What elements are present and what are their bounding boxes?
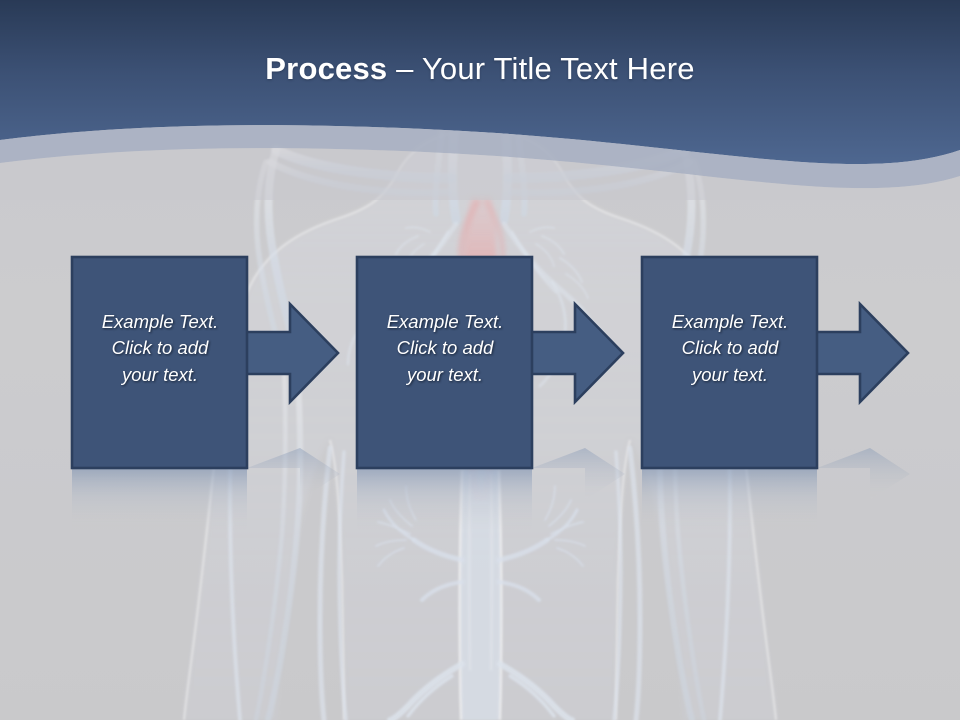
page-title-rest: Your Title Text Here <box>421 51 695 86</box>
process-boxes <box>70 255 819 470</box>
process-box-3 <box>640 255 819 470</box>
process-arrows <box>226 300 910 406</box>
page-title: Process – Your Title Text Here <box>0 51 960 87</box>
header-band <box>0 0 960 200</box>
page-title-bold: Process <box>265 51 388 86</box>
box-reflections <box>72 448 910 530</box>
page-title-separator: – <box>387 51 422 86</box>
process-box-1 <box>70 255 249 470</box>
process-box-2 <box>355 255 534 470</box>
